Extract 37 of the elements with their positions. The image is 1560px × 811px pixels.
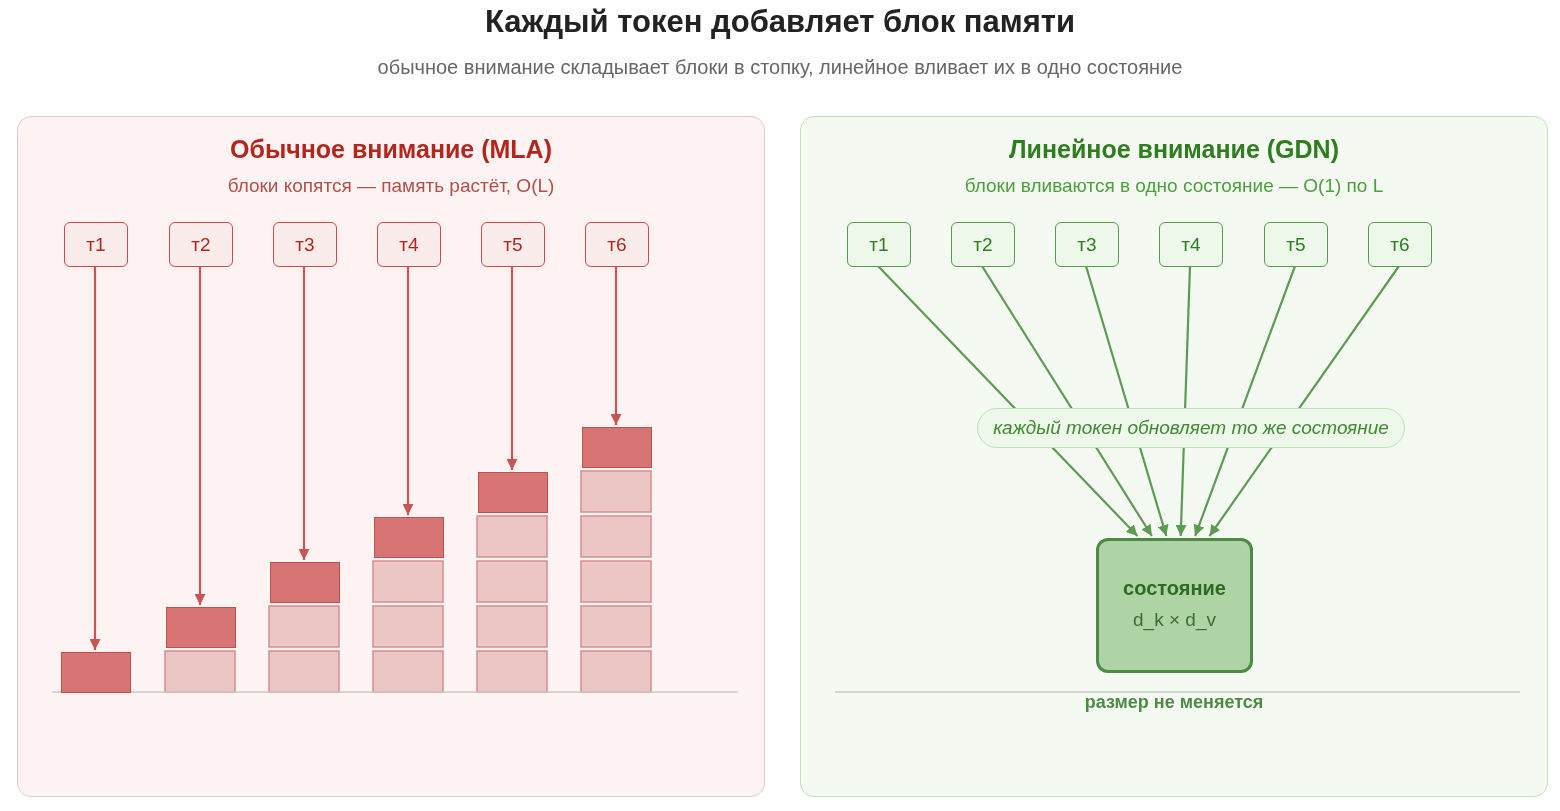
panel-title: Обычное внимание (MLA) (229, 135, 553, 164)
token-box: т6 (1368, 222, 1432, 267)
arrow (610, 266, 622, 425)
arrow (89, 266, 101, 650)
arrow (194, 266, 206, 605)
state-title: состояние (1122, 577, 1227, 600)
diagram-subtitle: обычное внимание складывает блоки в стопку, линейное вливает их в одно состояние (376, 56, 1184, 79)
token-box: т2 (169, 222, 233, 267)
token-box: т1 (847, 222, 911, 267)
token-box: т6 (585, 222, 649, 267)
diagram-title: Каждый токен добавляет блок памяти (483, 4, 1077, 40)
memory-block (270, 562, 340, 603)
token-box: т5 (1264, 222, 1328, 267)
memory-block (374, 517, 444, 558)
token-box: т4 (1159, 222, 1223, 267)
token-box: т3 (273, 222, 337, 267)
memory-block (478, 472, 548, 513)
token-box: т3 (1055, 222, 1119, 267)
memory-block (166, 607, 236, 648)
token-box: т5 (481, 222, 545, 267)
panel-title: Линейное внимание (GDN) (1008, 135, 1340, 164)
token-box: т4 (377, 222, 441, 267)
arrow (298, 266, 310, 560)
panel (800, 116, 1548, 797)
panel-subtitle: блоки вливаются в одно состояние — O(1) по L (963, 175, 1385, 197)
panel-subtitle: блоки копятся — память растёт, O(L) (226, 175, 556, 197)
memory-block (61, 652, 131, 693)
token-box: т1 (64, 222, 128, 267)
memory-block (582, 427, 652, 468)
token-box: т2 (951, 222, 1015, 267)
arrow (402, 266, 414, 515)
state-box (1096, 538, 1253, 673)
panel (17, 116, 765, 797)
arrow (506, 266, 518, 470)
state-size: d_k × d_v (1132, 609, 1217, 631)
note-text: размер не меняется (1083, 692, 1265, 713)
annotation-pill: каждый токен обновляет то же состояние (977, 408, 1405, 448)
